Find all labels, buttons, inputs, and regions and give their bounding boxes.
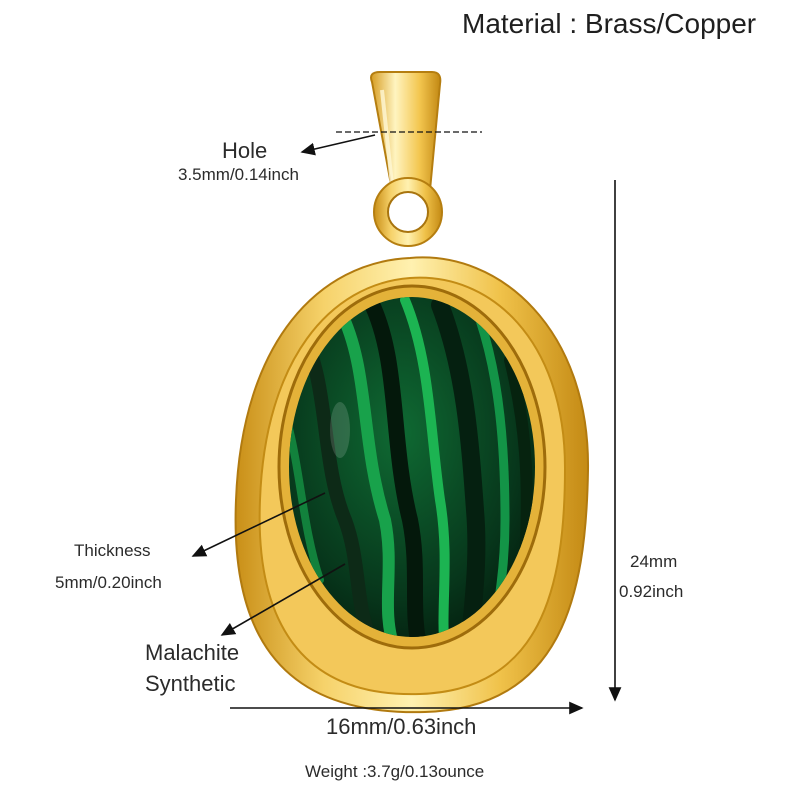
stone-label-line1: Malachite (145, 640, 240, 665)
width-label: 16mm/0.63inch (326, 714, 477, 739)
thickness-size: 5mm/0.20inch (55, 573, 162, 592)
stone-label-line2: Synthetic (145, 671, 236, 696)
thickness-label: Thickness (74, 541, 151, 560)
bail (370, 71, 443, 247)
hole-size: 3.5mm/0.14inch (178, 165, 299, 184)
thickness-arrow (191, 492, 326, 557)
malachite-stone (289, 297, 535, 637)
stone-arrow (220, 563, 346, 636)
hole-arrow (300, 134, 376, 156)
height-inch: 0.92inch (619, 582, 684, 601)
material-title: Material : Brass/Copper (462, 8, 757, 39)
height-mm: 24mm (630, 552, 678, 571)
hole-label: Hole (222, 138, 268, 163)
weight-label: Weight :3.7g/0.13ounce (305, 762, 485, 781)
